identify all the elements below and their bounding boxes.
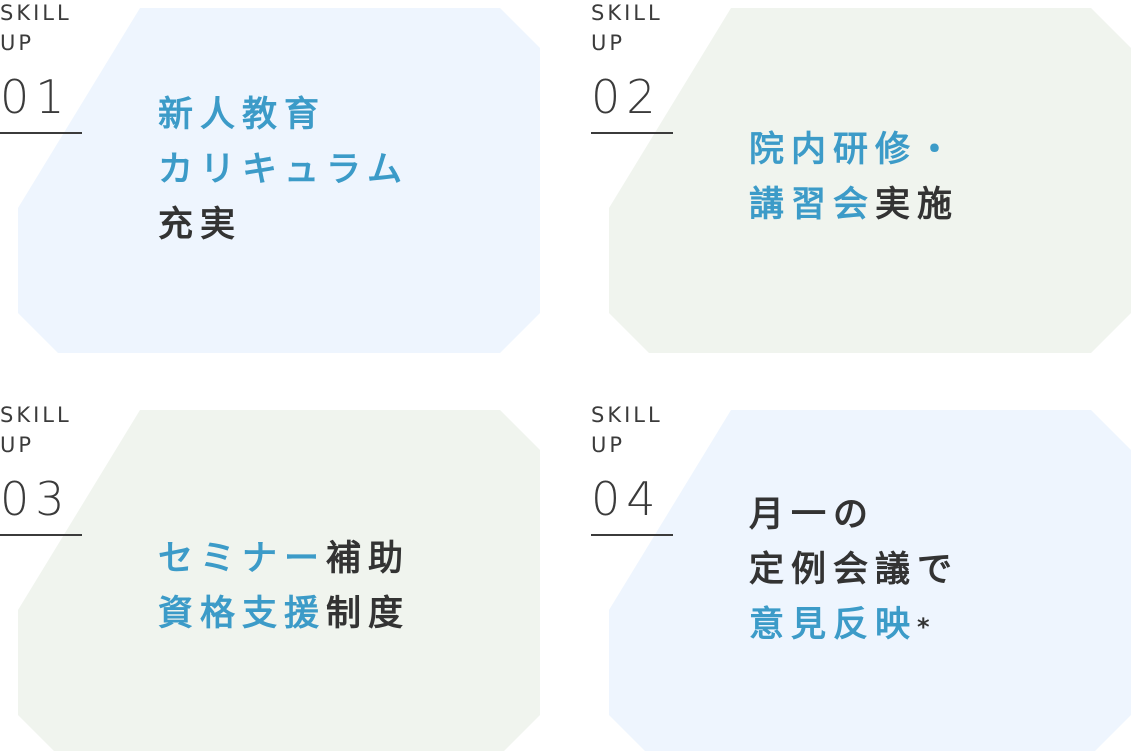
title-segment: 資格支援 [158,594,327,634]
skill-up-tag: SKILL UP 02 [591,0,691,134]
title-segment: 充実 [158,205,243,245]
skill-title: セミナー補助 資格支援制度 [158,532,410,642]
skill-number: 03 [0,472,71,526]
title-segment: 定例会議で [749,550,960,590]
number-underline [591,132,673,134]
tag-skill-label: SKILL [591,403,663,427]
number-underline [0,132,82,134]
skill-card-02: SKILL UP 02 院内研修・ 講習会実施 [591,1,1131,353]
skill-number: 04 [591,472,662,526]
tag-up-label: UP [591,31,626,55]
title-line: 院内研修・ [749,123,959,178]
tag-up-label: UP [591,433,626,457]
number-underline [0,534,82,536]
title-line: 新人教育 [158,88,409,143]
card-background-shape [18,8,540,353]
title-line: 月一の [749,488,959,543]
tag-up-label: UP [0,31,35,55]
title-line: 充実 [158,198,409,253]
title-line: 定例会議で [749,543,959,598]
title-segment: 補助 [326,539,411,579]
skill-number: 02 [591,70,662,124]
skill-card-04: SKILL UP 04 月一の 定例会議で 意見反映* [591,403,1131,751]
title-segment: カリキュラム [158,150,409,190]
tag-skill-label: SKILL [0,1,72,25]
skill-title: 月一の 定例会議で 意見反映* [749,488,959,653]
skill-up-tag: SKILL UP 03 [0,400,100,536]
footnote-asterisk: * [917,613,937,641]
skill-title: 院内研修・ 講習会実施 [749,123,959,233]
title-segment: 新人教育 [158,95,327,135]
tag-up-label: UP [0,433,35,457]
card-background-shape [18,410,540,751]
title-segment: 制度 [326,594,411,634]
title-segment: 講習会 [749,185,876,225]
title-line: 講習会実施 [749,178,959,233]
skill-up-tag: SKILL UP 04 [591,400,691,536]
skill-title: 新人教育 カリキュラム 充実 [158,88,409,253]
title-segment: 院内研修・ [749,130,960,170]
skill-number: 01 [0,70,71,124]
card-background-shape [609,410,1131,751]
skill-card-01: SKILL UP 01 新人教育 カリキュラム 充実 [0,1,540,353]
skill-card-03: SKILL UP 03 セミナー補助 資格支援制度 [0,403,540,751]
title-line: セミナー補助 [158,532,410,587]
tag-skill-label: SKILL [0,403,72,427]
title-line: 資格支援制度 [158,587,410,642]
title-segment: 月一の [749,495,876,535]
title-segment: 意見反映 [749,605,918,645]
title-line: カリキュラム [158,143,409,198]
title-segment: 実施 [875,185,960,225]
skill-up-tag: SKILL UP 01 [0,0,100,134]
tag-skill-label: SKILL [591,1,663,25]
number-underline [591,534,673,536]
title-line: 意見反映* [749,598,959,653]
card-background-shape [609,8,1131,353]
title-segment: セミナー [158,539,327,579]
